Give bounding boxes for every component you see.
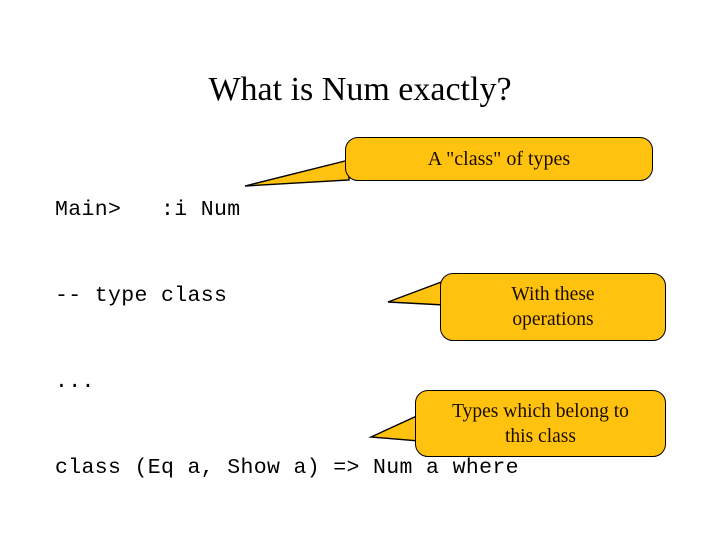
code-line: -- type class — [55, 283, 228, 308]
callout-text: Types which belong to this class — [452, 400, 629, 447]
callout-with-these-operations: With these operations — [440, 273, 666, 341]
callout-text: A "class" of types — [427, 148, 571, 170]
callout-class-of-types: A "class" of types — [345, 137, 653, 181]
callout-types-belong: Types which belong to this class — [415, 390, 666, 457]
code-line: Main> :i Num — [55, 198, 241, 223]
callout-text: With these operations — [511, 284, 595, 330]
code-block: Main> :i Num -- type class ... class (Eq… — [55, 139, 532, 540]
code-line: class (Eq a, Show a) => Num a where — [55, 455, 519, 480]
page-title: What is Num exactly? — [208, 71, 512, 108]
code-line: ... — [55, 369, 95, 394]
